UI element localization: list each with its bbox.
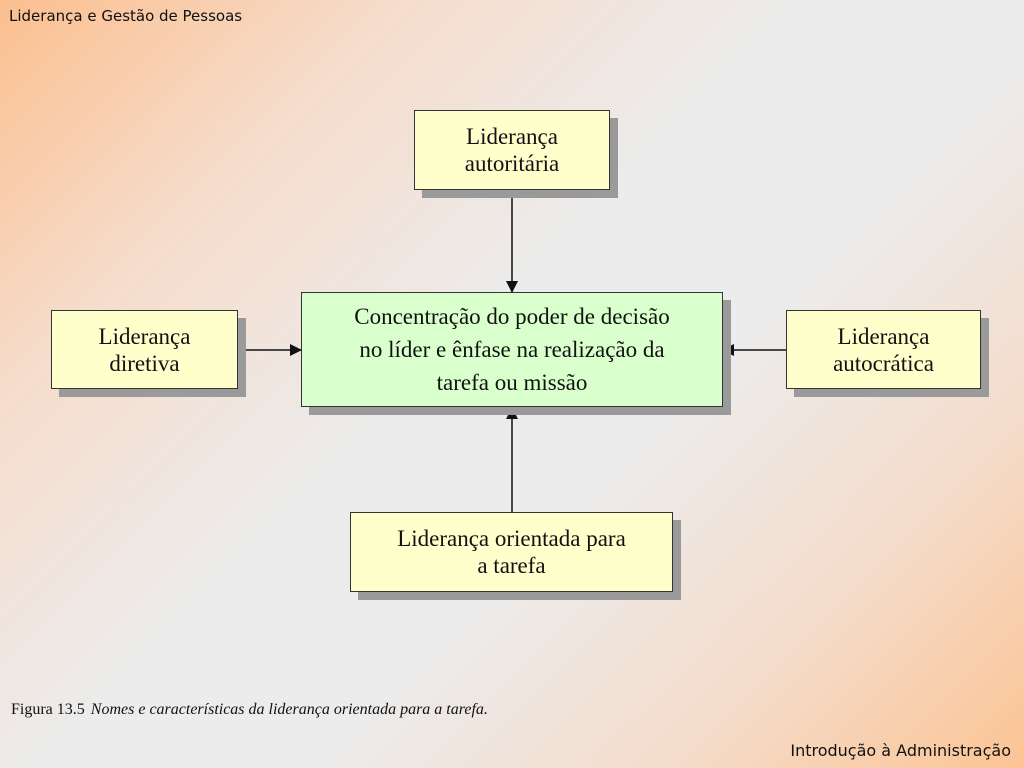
box-line: Liderança xyxy=(98,323,191,349)
box-line: Concentração do poder de decisão xyxy=(354,304,670,329)
box-line: Liderança orientada para xyxy=(397,526,626,551)
figure-caption: Figura 13.5 Nomes e características da li… xyxy=(11,701,488,719)
box-line: Liderança xyxy=(837,323,930,349)
box-line: no líder e ênfase na realização da xyxy=(359,337,665,362)
box-concentracao-poder: Concentração do poder de decisão no líde… xyxy=(301,292,723,407)
figure-label: Figura 13.5 xyxy=(11,701,85,718)
box-lideranca-autocratica: Liderança autocrática xyxy=(786,310,981,389)
box-lideranca-autoritaria: Liderança autoritária xyxy=(414,110,610,190)
figure-text: Nomes e características da liderança ori… xyxy=(90,701,488,718)
box-lideranca-orientada-tarefa: Liderança orientada para a tarefa xyxy=(350,512,673,592)
box-line: a tarefa xyxy=(477,553,546,578)
box-line: autoritária xyxy=(464,151,560,176)
box-line: Liderança xyxy=(466,124,558,149)
box-line: diretiva xyxy=(109,350,180,376)
footer-title: Introdução à Administração xyxy=(790,741,1011,760)
box-line: autocrática xyxy=(833,350,934,376)
box-lideranca-diretiva: Liderança diretiva xyxy=(51,310,238,389)
header-title: Liderança e Gestão de Pessoas xyxy=(9,7,243,25)
box-line: tarefa ou missão xyxy=(436,370,588,395)
